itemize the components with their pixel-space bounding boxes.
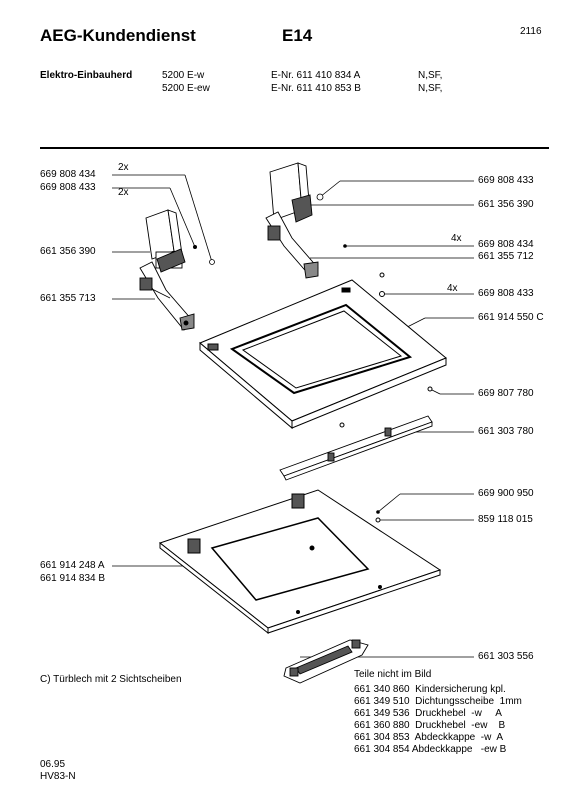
hinge-left (139, 261, 195, 331)
inner-door-panel (199, 279, 447, 430)
model-code: E14 (282, 26, 313, 45)
page-number: 2116 (520, 26, 542, 37)
qty-label: 4x (451, 233, 462, 244)
parts-list-item: 661 360 880 Druckhebel -ew B (354, 720, 506, 731)
part-number-label: 661 914 248 A (40, 560, 105, 571)
product-name: Elektro-Einbauherd (40, 70, 133, 81)
hinge-cover-left (145, 209, 186, 273)
part-number-label: 661 303 556 (478, 651, 534, 662)
hinge-right (265, 211, 319, 279)
parts-list-item: 661 349 510 Dichtungsscheibe 1mm (354, 696, 522, 707)
footer-code: HV83-N (40, 771, 76, 782)
part-number-label: 661 914 550 C (478, 312, 544, 323)
part-number-label: 661 914 834 B (40, 573, 106, 584)
parts-list-item: 661 349 536 Druckhebel -w A (354, 708, 502, 719)
outer-door (158, 489, 442, 635)
header-rule (40, 147, 549, 149)
part-number-label: 859 118 015 (478, 514, 533, 525)
door-trim-bar (279, 415, 433, 481)
footer-date: 06.95 (40, 759, 66, 770)
diagram-caption: C) Türblech mit 2 Sichtscheiben (40, 674, 182, 685)
part-number-label: 661 356 390 (40, 246, 96, 257)
part-number-label: 669 808 433 (478, 288, 534, 299)
part-number-label: 661 355 712 (478, 251, 534, 262)
parts-not-shown-heading: Teile nicht im Bild (354, 669, 432, 680)
hinge-cover-right (269, 162, 313, 223)
part-number-label: 669 808 434 (40, 169, 96, 180)
part-number-label: 669 808 434 (478, 239, 534, 250)
part-number-label: 669 807 780 (478, 388, 534, 399)
variant-codes-2: N,SF, (418, 83, 443, 94)
variant-enr-1: E-Nr. 611 410 834 A (271, 70, 361, 81)
page-title: AEG-Kundendienst (40, 26, 196, 45)
door-handle (283, 639, 369, 684)
qty-label: 4x (447, 283, 458, 294)
part-number-label: 661 303 780 (478, 426, 534, 437)
qty-label: 2x (118, 162, 129, 173)
parts-list-item: 661 340 860 Kindersicherung kpl. (354, 684, 506, 695)
variant-codes-1: N,SF, (418, 70, 443, 81)
variant-enr-2: E-Nr. 611 410 853 B (271, 83, 361, 94)
parts-list-item: 661 304 853 Abdeckkappe -w A (354, 732, 503, 743)
qty-label: 2x (118, 187, 129, 198)
part-number-label: 669 808 433 (478, 175, 534, 186)
part-number-label: 661 356 390 (478, 199, 534, 210)
part-number-label: 669 808 433 (40, 182, 96, 193)
variant-type-2: 5200 E-ew (162, 83, 210, 94)
part-number-label: 669 900 950 (478, 488, 534, 499)
variant-type-1: 5200 E-w (162, 70, 205, 81)
parts-list-item: 661 304 854 Abdeckkappe -ew B (354, 744, 507, 755)
part-number-label: 661 355 713 (40, 293, 96, 304)
